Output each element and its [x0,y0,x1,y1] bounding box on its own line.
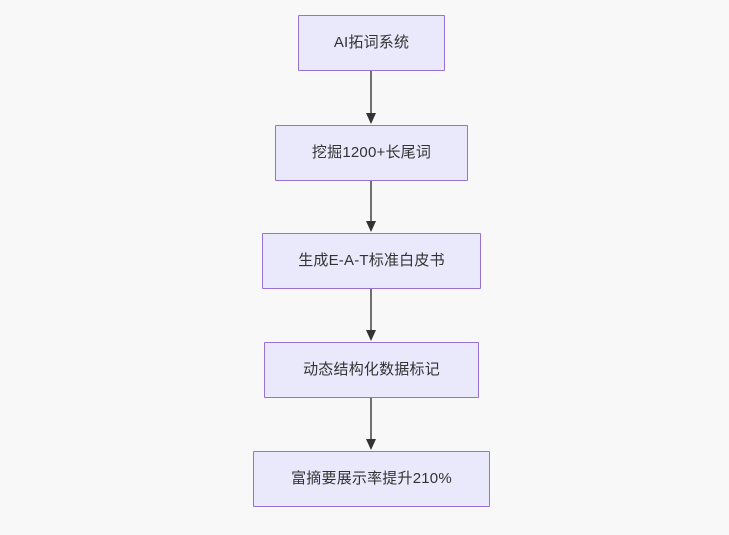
flowchart-node-label: 动态结构化数据标记 [303,361,440,378]
flowchart-node-structured-data-markup[interactable]: 动态结构化数据标记 [264,342,479,398]
connector-n3-n4 [363,289,379,342]
flowchart-node-label: 挖掘1200+长尾词 [311,144,432,161]
flowchart-node-eat-whitepaper[interactable]: 生成E-A-T标准白皮书 [262,233,481,289]
connector-n2-n3 [363,181,379,233]
connector-n4-n5 [363,398,379,451]
flowchart-node-label: 富摘要展示率提升210% [291,470,452,487]
flowchart-node-label: AI拓词系统 [333,34,410,51]
flowchart-node-longtail-keywords[interactable]: 挖掘1200+长尾词 [275,125,468,181]
flowchart-node-rich-snippet-result[interactable]: 富摘要展示率提升210% [253,451,490,507]
connector-n1-n2 [363,71,379,125]
flowchart-node-ai-keyword-system[interactable]: AI拓词系统 [298,15,445,71]
flowchart-node-label: 生成E-A-T标准白皮书 [298,252,445,269]
